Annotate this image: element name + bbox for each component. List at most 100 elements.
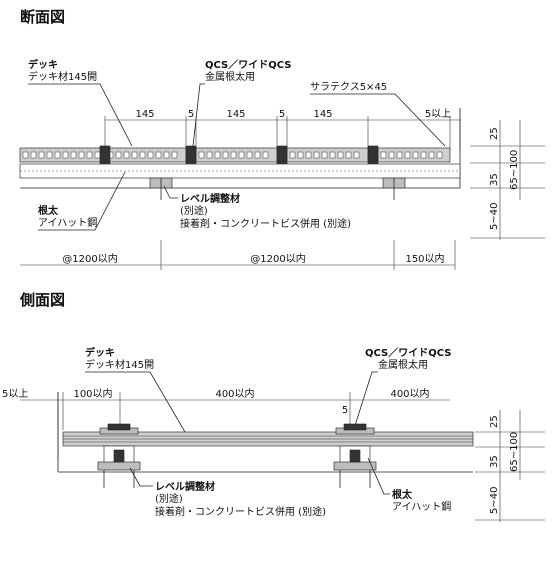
section-deck-slot bbox=[214, 151, 221, 159]
section-deck-slot bbox=[94, 151, 101, 159]
side-dim-h-level: 5~40 bbox=[489, 487, 500, 514]
section-leveler-1 bbox=[149, 177, 173, 200]
section-deck-spec: デッキ材145開 bbox=[28, 70, 97, 83]
section-deck-slot bbox=[62, 151, 69, 159]
section-view: 断面図 デッキ デッキ材145開 QCS／ワイドQCS 金属根太用 サラテクス5… bbox=[19, 8, 545, 270]
section-dim-h-level: 5~40 bbox=[489, 203, 500, 230]
section-deck-slot bbox=[78, 151, 85, 159]
section-deck-slot bbox=[329, 151, 336, 159]
section-deck-leader bbox=[28, 83, 133, 147]
section-deck-slot bbox=[38, 151, 45, 159]
side-dim-edge: 5以上 bbox=[2, 388, 28, 400]
section-deck-row bbox=[19, 145, 451, 167]
section-deck-slot bbox=[46, 151, 53, 159]
section-deck-slot bbox=[420, 151, 427, 159]
section-deck-slot bbox=[412, 151, 419, 159]
section-dim-h-joist: 35 bbox=[489, 173, 500, 186]
section-deck-slot bbox=[238, 151, 245, 159]
section-deck-slot bbox=[22, 151, 29, 159]
section-deck-slot bbox=[54, 151, 61, 159]
section-leveler-note: (別途) bbox=[180, 204, 208, 217]
side-leveler-leader bbox=[129, 467, 153, 487]
section-deck-slot bbox=[337, 151, 344, 159]
section-dim-width-2: 145 bbox=[226, 109, 245, 120]
section-deck-slot bbox=[428, 151, 435, 159]
section-deck-slot bbox=[222, 151, 229, 159]
section-deck-slot bbox=[30, 151, 37, 159]
section-screw-leader bbox=[310, 93, 446, 147]
section-deck-slot bbox=[115, 151, 122, 159]
side-dim-overhang: 100以内 bbox=[73, 387, 112, 400]
section-qcs-fastener bbox=[276, 145, 288, 167]
section-qcs-label: QCS／ワイドQCS bbox=[205, 58, 291, 71]
section-joist-label: 根太 bbox=[38, 204, 59, 217]
section-deck-slot bbox=[198, 151, 205, 159]
section-leveler-2 bbox=[382, 177, 406, 200]
section-deck-slot bbox=[353, 151, 360, 159]
side-qcs-spec: 金属根太用 bbox=[378, 358, 428, 371]
section-dim-width-3: 145 bbox=[313, 109, 332, 120]
side-joist-leader bbox=[367, 457, 390, 495]
side-dim-gap: 5 bbox=[342, 405, 348, 416]
side-dim-h-deck: 25 bbox=[489, 415, 500, 428]
section-deck-slot bbox=[163, 151, 170, 159]
section-qcs-fastener bbox=[185, 145, 197, 167]
side-leveler-note: (別途) bbox=[155, 492, 183, 505]
section-deck-slot bbox=[404, 151, 411, 159]
side-joist-spec: アイハット鋼 bbox=[392, 500, 451, 513]
section-dim-gap-2: 5 bbox=[279, 109, 285, 120]
section-deck-slot bbox=[345, 151, 352, 159]
section-deck-slot bbox=[396, 151, 403, 159]
section-dim-spacing-1: @1200以内 bbox=[62, 252, 117, 265]
section-qcs-leader bbox=[192, 83, 205, 147]
section-dim-edge: 5以上 bbox=[425, 108, 451, 120]
side-deck-leader bbox=[85, 371, 186, 433]
section-deck-slot bbox=[86, 151, 93, 159]
side-deck-spec: デッキ材145開 bbox=[85, 358, 154, 371]
section-deck-slot bbox=[147, 151, 154, 159]
section-leveler-label: レベル調整材 bbox=[180, 192, 240, 205]
side-view: 側面図 デッキ デッキ材145開 QCS／ワイドQCS 金属根太用 5以上 10… bbox=[2, 291, 545, 522]
section-deck-slot bbox=[297, 151, 304, 159]
section-deck-slot bbox=[155, 151, 162, 159]
section-deck-slot bbox=[246, 151, 253, 159]
section-deck-slot bbox=[262, 151, 269, 159]
section-deck-slot bbox=[70, 151, 77, 159]
section-dim-width-1: 145 bbox=[135, 109, 154, 120]
section-dim-h-deck: 25 bbox=[489, 127, 500, 140]
section-joist-leader bbox=[38, 171, 126, 231]
side-leveler-spec: 接着剤・コンクリートビス併用 (別途) bbox=[155, 505, 326, 518]
section-deck-label: デッキ bbox=[28, 58, 58, 71]
side-view-title: 側面図 bbox=[19, 291, 65, 309]
section-deck-slot bbox=[254, 151, 261, 159]
side-dim-h-total: 65~100 bbox=[509, 432, 520, 472]
side-dim-span-1: 400以内 bbox=[215, 387, 254, 400]
section-view-title: 断面図 bbox=[20, 8, 65, 26]
section-deck-slot bbox=[313, 151, 320, 159]
side-leveler-label: レベル調整材 bbox=[155, 480, 215, 493]
side-qcs-label: QCS／ワイドQCS bbox=[365, 346, 451, 359]
section-qcs-spec: 金属根太用 bbox=[205, 70, 255, 83]
section-joist-spec: アイハット鋼 bbox=[38, 216, 97, 229]
section-qcs-fastener bbox=[367, 145, 379, 167]
section-dim-end: 150以内 bbox=[405, 252, 444, 265]
section-qcs-fastener bbox=[99, 145, 111, 167]
section-deck-slot bbox=[131, 151, 138, 159]
side-deck-label: デッキ bbox=[85, 346, 115, 359]
side-dim-h-joist: 35 bbox=[489, 455, 500, 468]
section-deck-slot bbox=[305, 151, 312, 159]
section-deck-slot bbox=[123, 151, 130, 159]
section-deck-slot bbox=[380, 151, 387, 159]
section-screw-label: サラテクス5×45 bbox=[310, 81, 387, 93]
side-qcs-leader bbox=[351, 371, 378, 436]
section-dim-gap-1: 5 bbox=[188, 109, 194, 120]
section-leveler-leader bbox=[163, 185, 178, 199]
side-dim-span-2: 400以内 bbox=[390, 387, 429, 400]
section-deck-slot bbox=[171, 151, 178, 159]
section-deck-slot bbox=[289, 151, 296, 159]
side-deck-boards bbox=[62, 431, 474, 447]
section-deck-slot bbox=[230, 151, 237, 159]
section-deck-slot bbox=[388, 151, 395, 159]
section-deck-slot bbox=[321, 151, 328, 159]
